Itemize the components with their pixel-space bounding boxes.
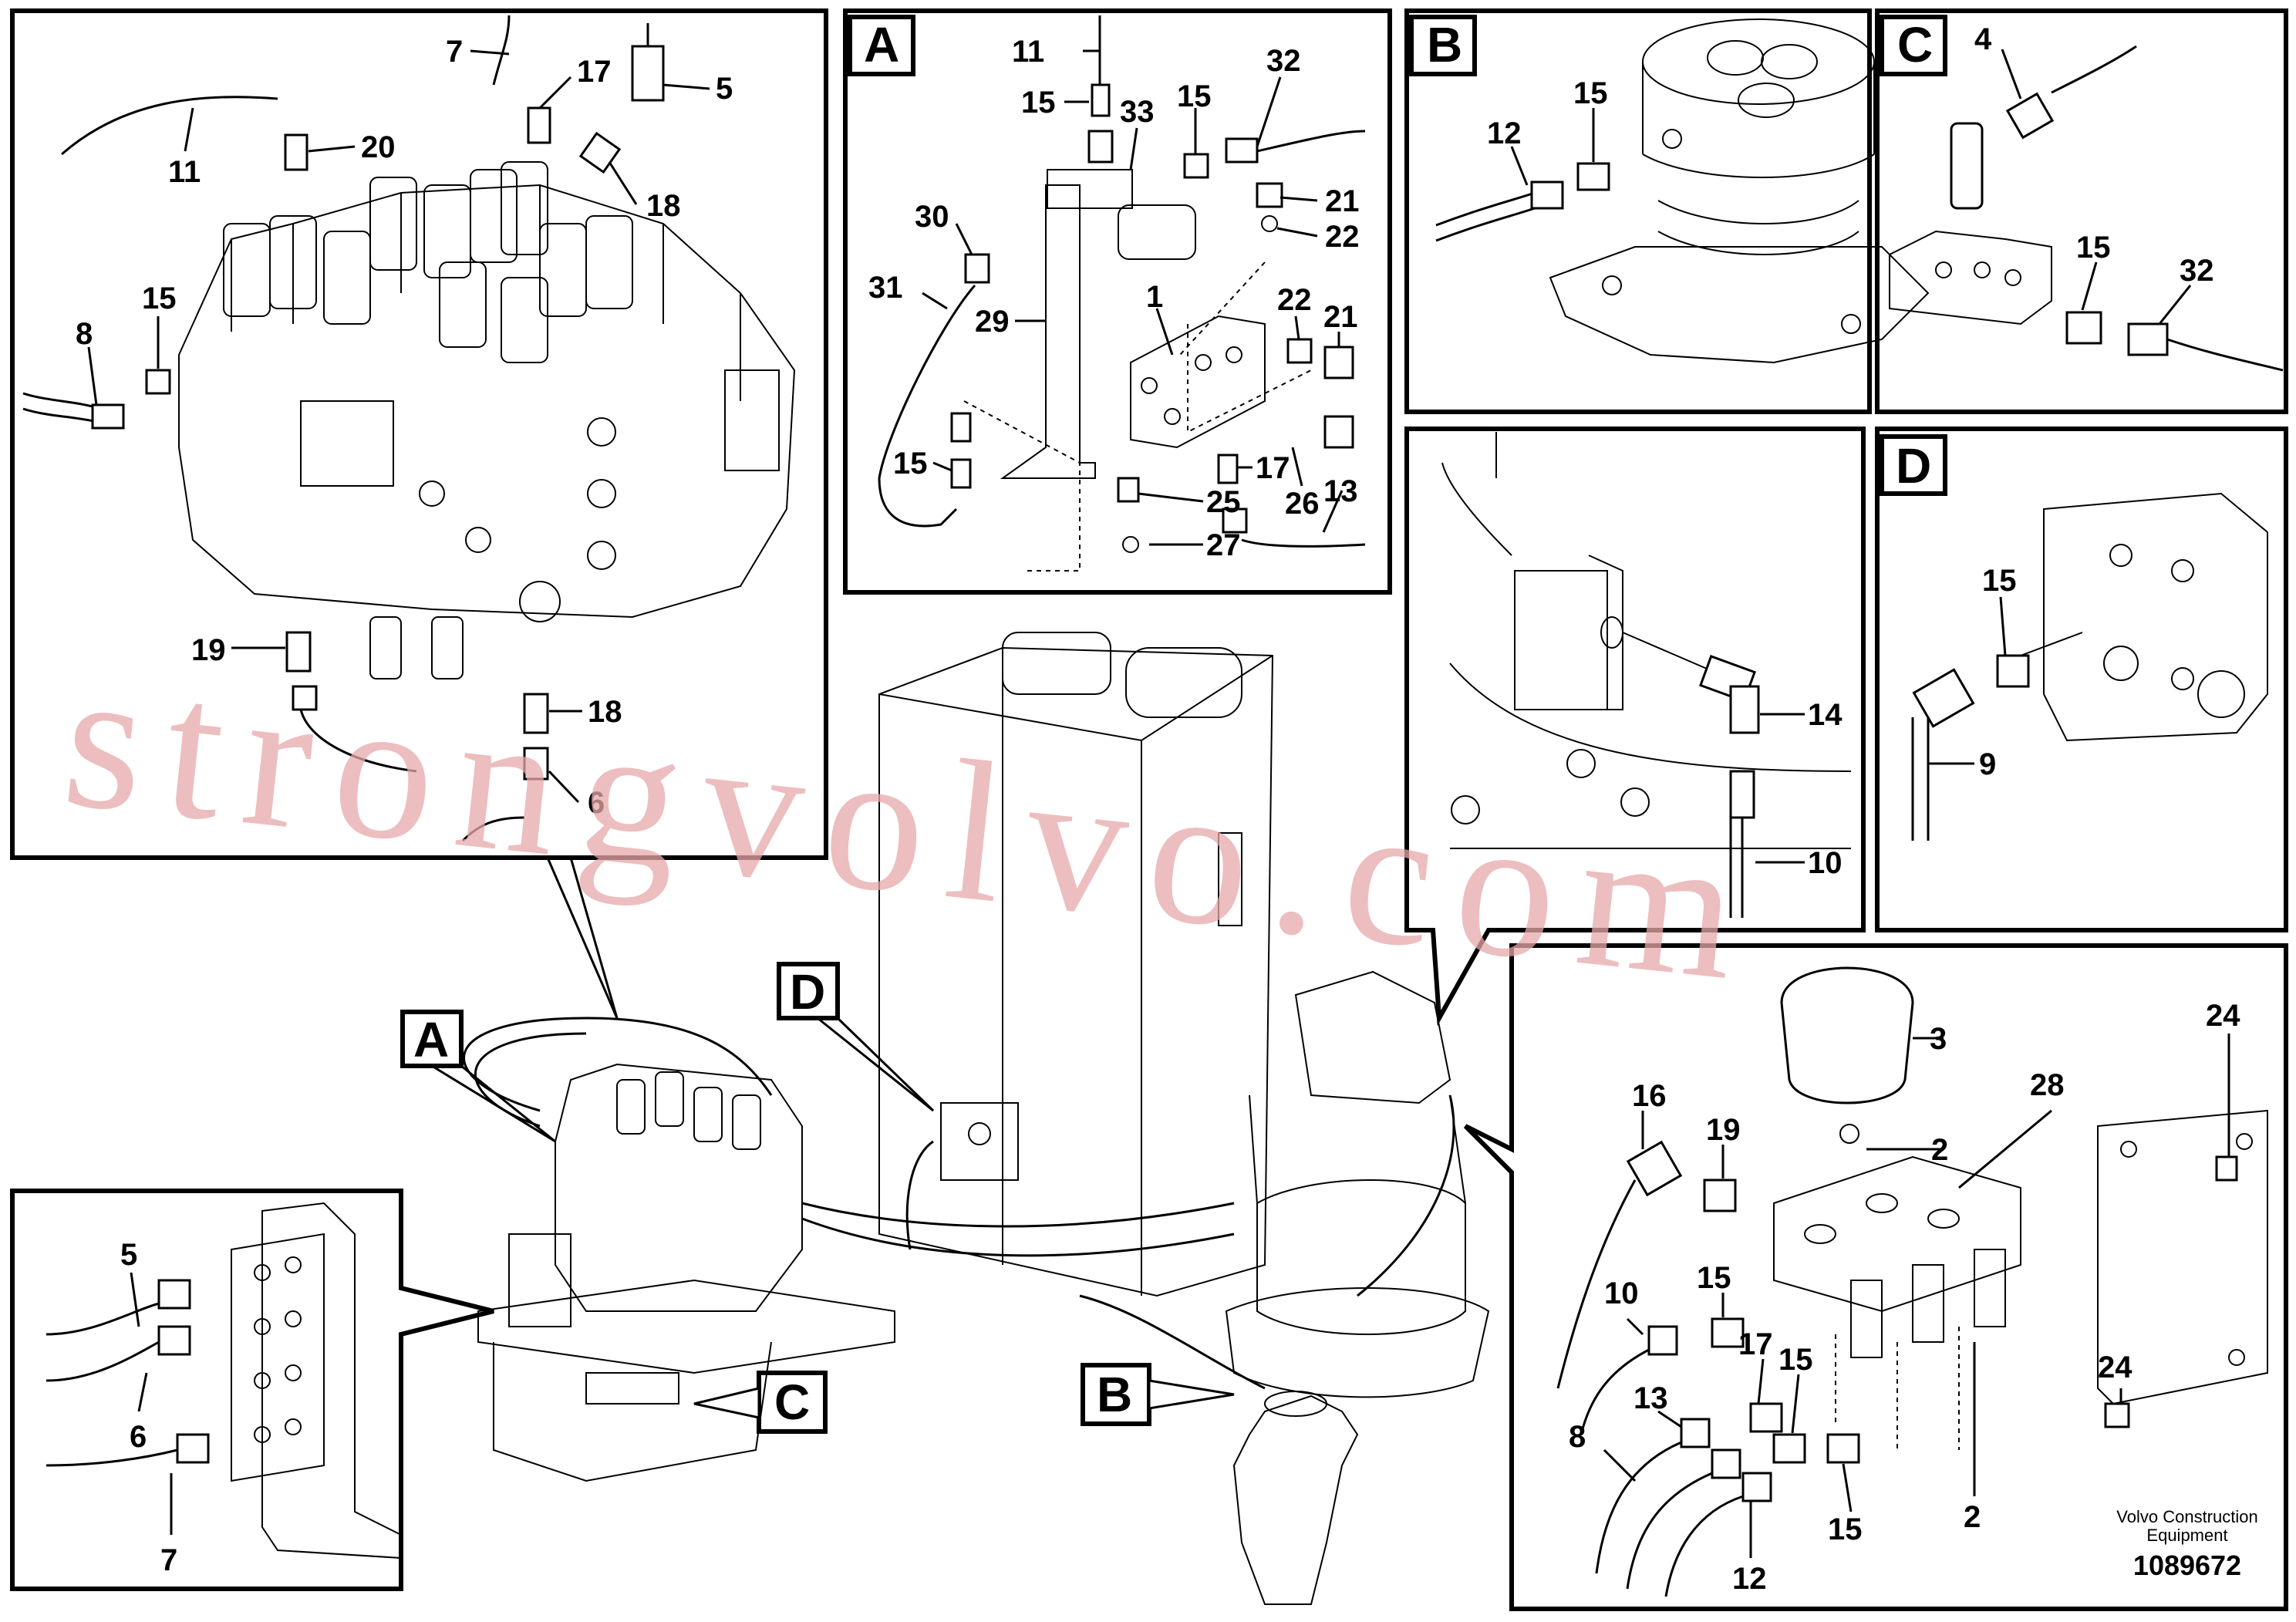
callout-number: 15 (1021, 86, 1056, 120)
callout-number: 24 (2098, 1351, 2132, 1384)
callout-number: 1 (1146, 280, 1163, 314)
view-label-box (848, 15, 915, 76)
callout-number: 6 (588, 786, 605, 820)
panel-detail-a: A (843, 8, 1392, 595)
callout-number: 33 (1120, 95, 1155, 129)
callout-number: 7 (160, 1543, 177, 1577)
callout-number: 12 (1732, 1562, 1767, 1596)
callout-number: 15 (1697, 1261, 1731, 1295)
callout-number: 21 (1323, 300, 1358, 334)
callout-number: 14 (1808, 698, 1843, 732)
document-number: 1089672 (2133, 1549, 2241, 1581)
panel-frame (1404, 427, 1866, 1027)
callout-number: 19 (1706, 1113, 1741, 1147)
callout-number: 6 (130, 1420, 147, 1454)
callout-number: 15 (2076, 231, 2111, 265)
callout-number: 26 (1285, 487, 1320, 521)
view-label: A (864, 17, 899, 73)
callout-number: 8 (76, 317, 93, 351)
company-name-line2: Equipment (2146, 1526, 2227, 1545)
callout-number: 27 (1206, 528, 1241, 562)
callout-number: 15 (893, 447, 928, 481)
callout-number: 10 (1808, 846, 1843, 880)
panel-detail-b: B 12 15 (1404, 8, 1930, 414)
panel-detail-swing-motor: 14 10 (1404, 427, 1866, 1027)
panel-frame (843, 8, 1392, 595)
callout-number: 8 (1569, 1420, 1586, 1454)
panel-detail-c: C 4 15 32 (1875, 8, 2288, 414)
callout-number: 25 (1206, 485, 1241, 519)
callout-number: 15 (1982, 564, 2017, 598)
callout-number: 19 (191, 633, 226, 667)
callout-number: 12 (1487, 116, 1522, 150)
overview-tag: A (413, 1012, 449, 1067)
callout-number: 17 (1738, 1327, 1773, 1361)
view-label: C (1897, 17, 1933, 73)
watermark: strongvolvo.com (55, 626, 1769, 1024)
callout-number: 2 (1931, 1133, 1948, 1167)
panel-detail-d: D 15 9 (1875, 427, 2288, 932)
callout-number: 13 (1633, 1381, 1668, 1415)
view-label-box (1880, 434, 1947, 496)
callout-number: 18 (646, 189, 681, 223)
callout-number: 22 (1277, 283, 1312, 317)
overview-tag: D (790, 964, 825, 1020)
callout-number: 32 (2180, 254, 2214, 288)
callout-number: 31 (868, 271, 903, 305)
panel-frame (1463, 943, 2288, 1611)
callout-number: 5 (120, 1238, 137, 1272)
callout-number: 32 (1266, 44, 1301, 78)
callout-number: 15 (1778, 1343, 1813, 1377)
callout-number: 5 (716, 72, 733, 106)
callout-number: 15 (1828, 1512, 1863, 1546)
callout-number: 15 (1177, 79, 1212, 113)
callout-number: 29 (975, 305, 1010, 339)
callout-number: 11 (1012, 35, 1044, 69)
callout-number: 20 (361, 130, 396, 164)
panel-frame (1875, 427, 2288, 932)
callout-number: 3 (1930, 1022, 1947, 1056)
panel-frame (1875, 8, 2288, 414)
panel-detail-accumulator: 3 16 19 2 24 28 10 15 17 15 13 8 15 12 2… (1463, 943, 2288, 1611)
callout-number: 13 (1323, 474, 1358, 508)
callout-number: 15 (142, 282, 177, 315)
callout-number: 7 (446, 35, 463, 69)
view-label: B (1427, 17, 1462, 73)
callout-number: 28 (2030, 1068, 2065, 1102)
callout-number: 21 (1325, 184, 1360, 218)
control-valve-body (178, 184, 796, 619)
overview-tag-box (777, 962, 840, 1020)
callout-number: 9 (1979, 747, 1996, 781)
overview-tag: B (1097, 1367, 1132, 1422)
view-label-box (1880, 15, 1947, 76)
callout-number: 10 (1604, 1276, 1639, 1310)
callout-number: 17 (577, 55, 612, 89)
view-label-box (1409, 15, 1477, 76)
panel-frame (10, 8, 828, 860)
callout-number: 4 (1974, 22, 1992, 56)
company-name: Volvo Construction (2116, 1507, 2257, 1526)
overview-tag: C (774, 1374, 810, 1430)
machine-overview: A D C B (400, 632, 1490, 1605)
callout-number: 11 (168, 155, 201, 189)
callout-number: 16 (1632, 1079, 1667, 1113)
panel-control-valve: 7 17 5 11 20 18 15 8 19 18 6 (10, 8, 828, 860)
panel-detail-bottom-left: 5 6 7 (10, 1189, 494, 1591)
callout-number: 22 (1325, 220, 1360, 254)
callout-number: 2 (1964, 1500, 1981, 1534)
callout-number: 24 (2206, 999, 2240, 1033)
callout-number: 15 (1573, 76, 1608, 110)
panel-frame (1404, 8, 1872, 414)
callout-number: 17 (1256, 451, 1290, 485)
panel-frame (10, 1189, 494, 1591)
callout-number: 18 (588, 695, 622, 729)
callout-number: 30 (915, 200, 949, 234)
accumulator (1780, 966, 1914, 1104)
view-label: D (1896, 438, 1931, 494)
